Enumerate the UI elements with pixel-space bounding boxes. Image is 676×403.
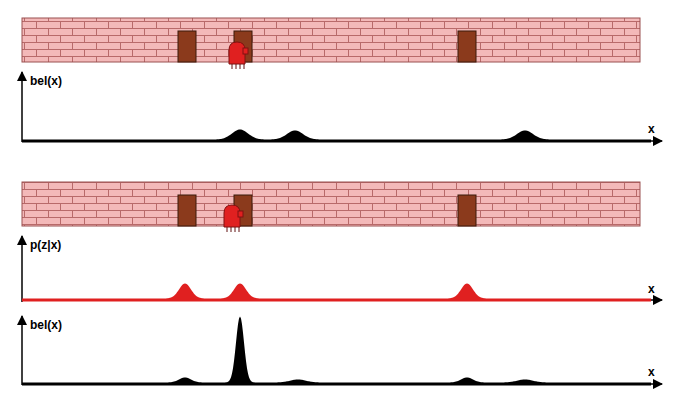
axis-label: x [648, 122, 655, 136]
curves [22, 130, 651, 386]
axis-label: x [648, 365, 655, 379]
belief-curve [22, 130, 651, 143]
wall-bottom [22, 182, 640, 226]
axis-title: bel(x) [30, 318, 62, 332]
likelihood-curve [22, 284, 651, 302]
axes [22, 72, 662, 385]
axis-title: bel(x) [30, 74, 62, 88]
axis-title: p(z|x) [30, 238, 61, 252]
wall-top [22, 18, 640, 62]
belief-curve [22, 317, 651, 386]
axis-label: x [648, 282, 655, 296]
robot [229, 42, 248, 69]
robot [224, 205, 243, 232]
